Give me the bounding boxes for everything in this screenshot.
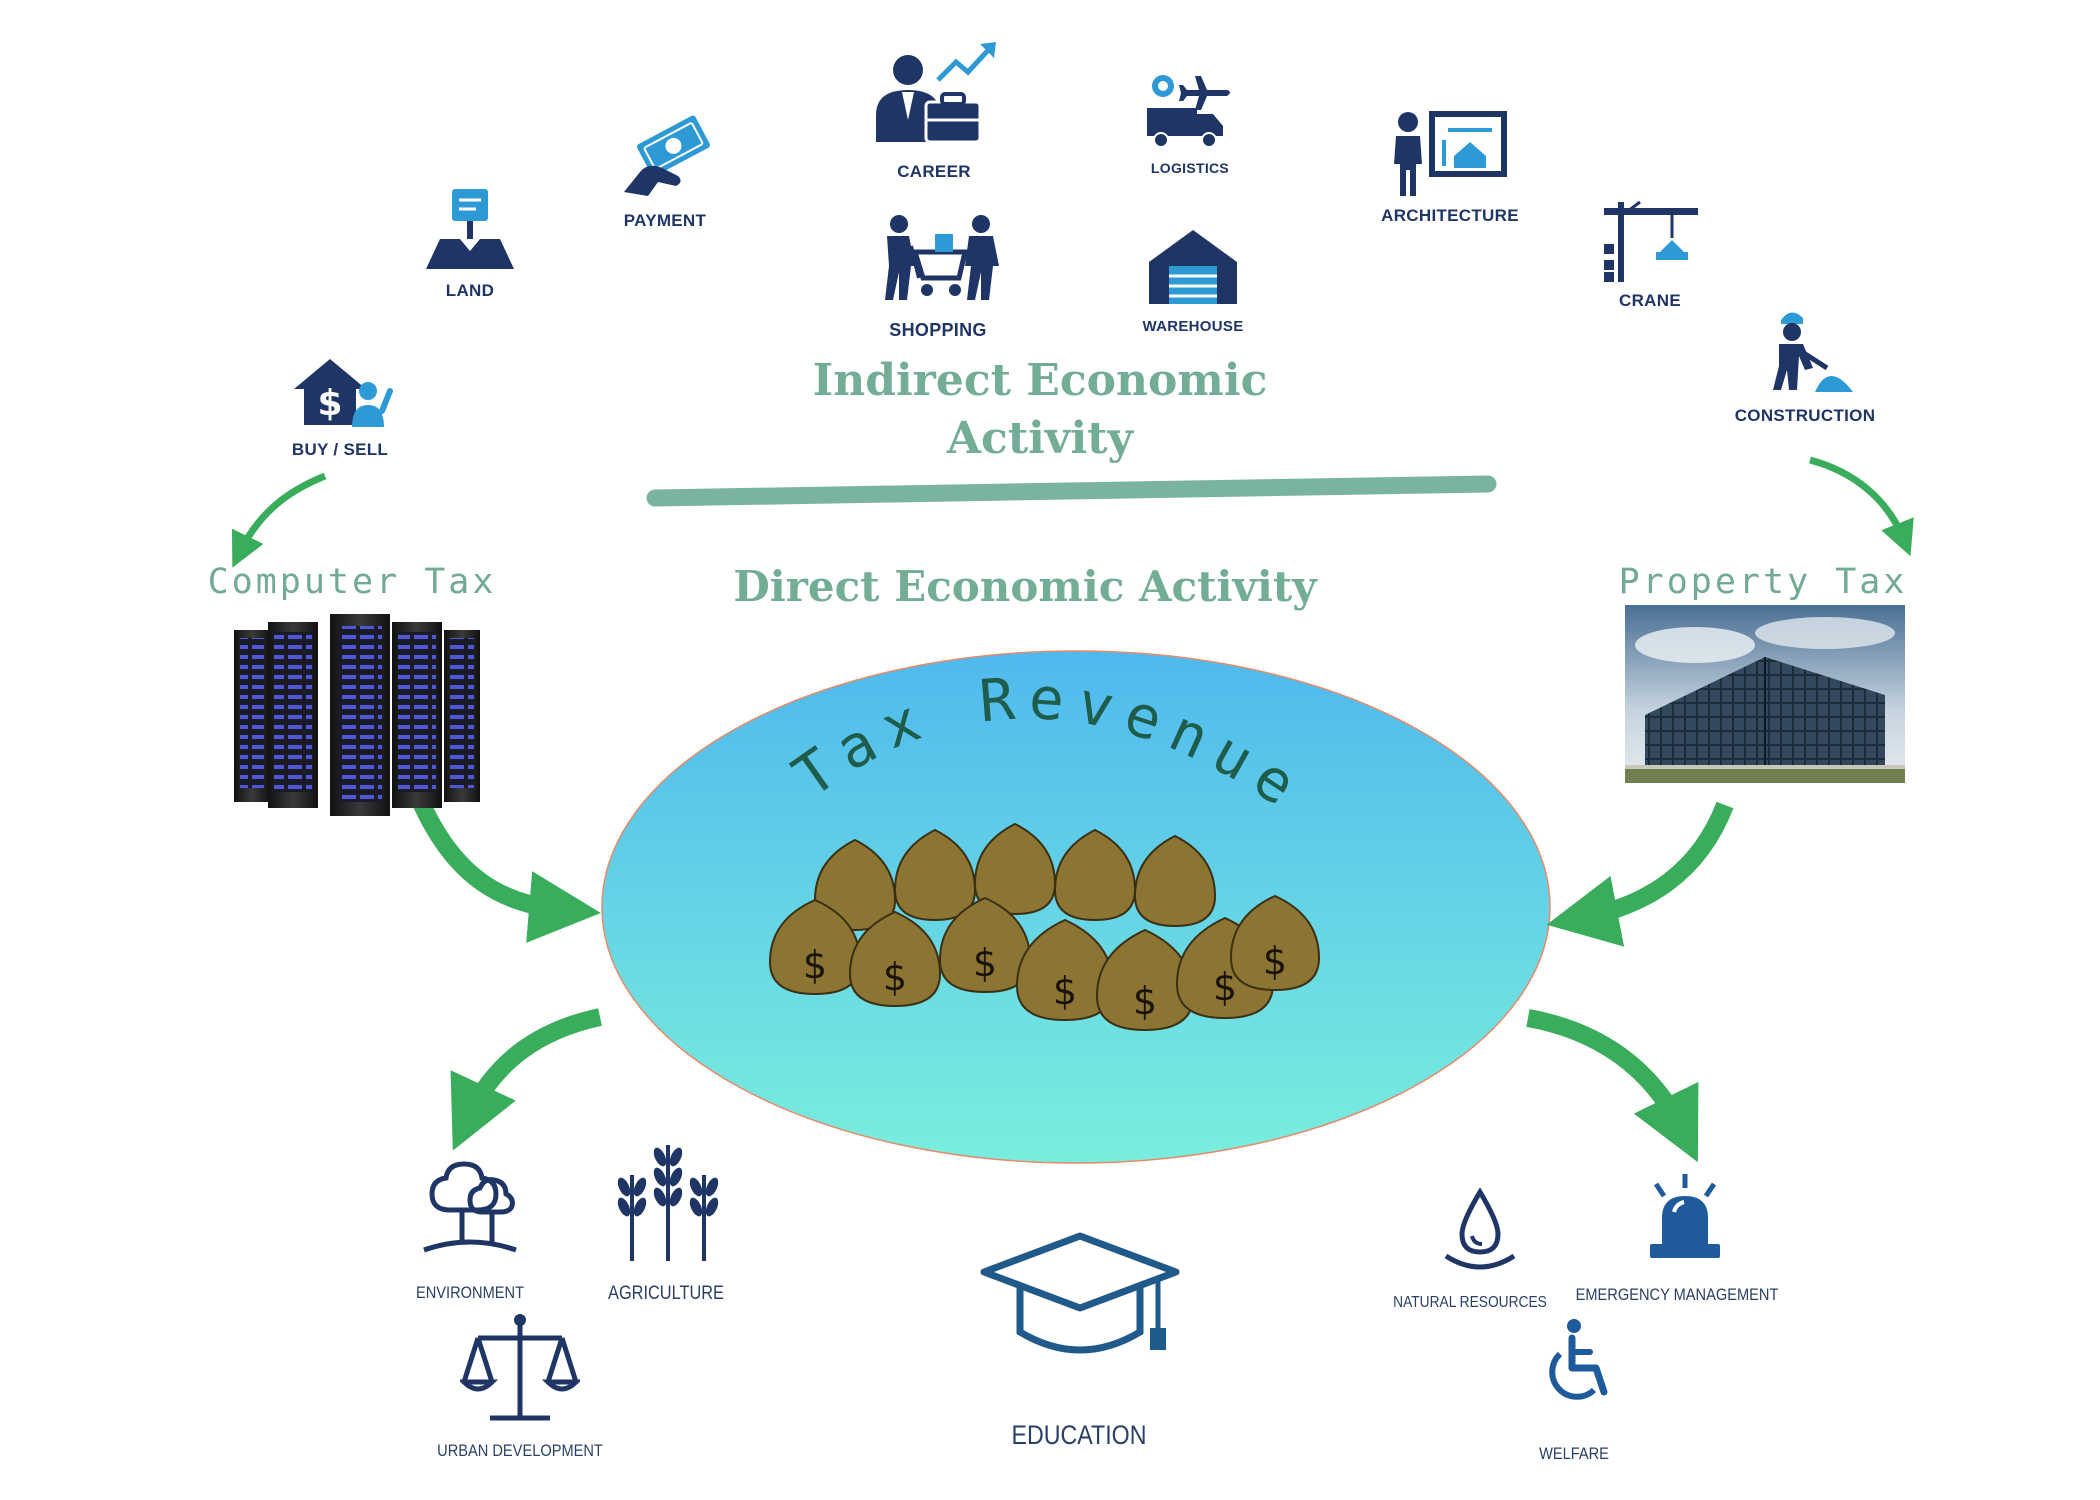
architecture-icon (1394, 111, 1507, 196)
buy-sell-label: BUY / SELL (291, 440, 389, 459)
natural-resources-label: NATURAL RESOURCES (1393, 1294, 1547, 1311)
urban-development-icon (460, 1314, 580, 1421)
indirect-activity-heading-line2: Activity (946, 413, 1134, 464)
arrow-revenue-to-environment (450, 1008, 602, 1151)
career-label: CAREER (897, 162, 971, 181)
career-icon (876, 42, 996, 144)
arrow-buysell-to-computer-tax (231, 472, 327, 568)
agriculture-label: AGRICULTURE (608, 1283, 724, 1304)
natural-resources-icon (1444, 1188, 1516, 1270)
server-rack-image (234, 614, 480, 816)
construction-label: CONSTRUCTION (1734, 406, 1876, 425)
money-bags-image: $ $ $ $ $ $ $ (768, 822, 1321, 1032)
environment-label: ENVIRONMENT (415, 1283, 525, 1302)
education-icon (980, 1232, 1180, 1354)
computer-tax-label: Computer Tax (207, 562, 497, 602)
svg-text:$: $ (803, 943, 827, 987)
office-building-image (1625, 605, 1905, 783)
property-tax-label: Property Tax (1618, 562, 1908, 602)
urban-development-label: URBAN DEVELOPMENT (437, 1441, 603, 1460)
land-label: LAND (445, 281, 495, 300)
land-icon (426, 189, 514, 269)
payment-label: PAYMENT (623, 211, 707, 230)
crane-icon (1604, 200, 1698, 282)
shopping-label: SHOPPING (889, 320, 987, 340)
emergency-management-icon (1650, 1174, 1720, 1258)
svg-text:$: $ (973, 941, 997, 985)
warehouse-label: WAREHOUSE (1142, 318, 1244, 335)
buy-sell-icon: $ (294, 359, 393, 427)
logistics-label: LOGISTICS (1150, 160, 1230, 176)
agriculture-icon (617, 1145, 719, 1261)
arrow-property-tax-to-revenue (1546, 801, 1734, 947)
svg-text:$: $ (883, 955, 907, 999)
welfare-label: WELFARE (1539, 1444, 1609, 1463)
emergency-management-label: EMERGENCY MANAGEMENT (1575, 1285, 1779, 1304)
welfare-icon (1549, 1319, 1608, 1400)
arrow-computer-tax-to-revenue (411, 796, 601, 943)
environment-icon (423, 1161, 517, 1253)
direct-activity-heading: Direct Economic Activity (733, 562, 1317, 611)
arrow-construction-to-property-tax (1809, 456, 1914, 557)
svg-text:$: $ (1133, 979, 1157, 1023)
construction-icon (1773, 312, 1853, 392)
crane-label: CRANE (1619, 291, 1681, 310)
activity-divider (646, 475, 1497, 507)
svg-text:$: $ (317, 383, 342, 424)
architecture-label: ARCHITECTURE (1381, 206, 1519, 225)
indirect-activity-heading-line1: Indirect Economic (812, 355, 1268, 406)
svg-text:$: $ (1053, 969, 1077, 1013)
svg-text:$: $ (1263, 939, 1287, 983)
logistics-icon (1147, 75, 1230, 148)
education-label: EDUCATION (1011, 1420, 1147, 1450)
arrow-revenue-to-emergency (1526, 1009, 1699, 1163)
svg-text:$: $ (1213, 965, 1237, 1009)
indirect-activity-heading: Indirect Economic Activity (813, 352, 1268, 468)
payment-icon (624, 115, 710, 196)
shopping-icon (885, 215, 999, 300)
warehouse-icon (1149, 230, 1237, 304)
